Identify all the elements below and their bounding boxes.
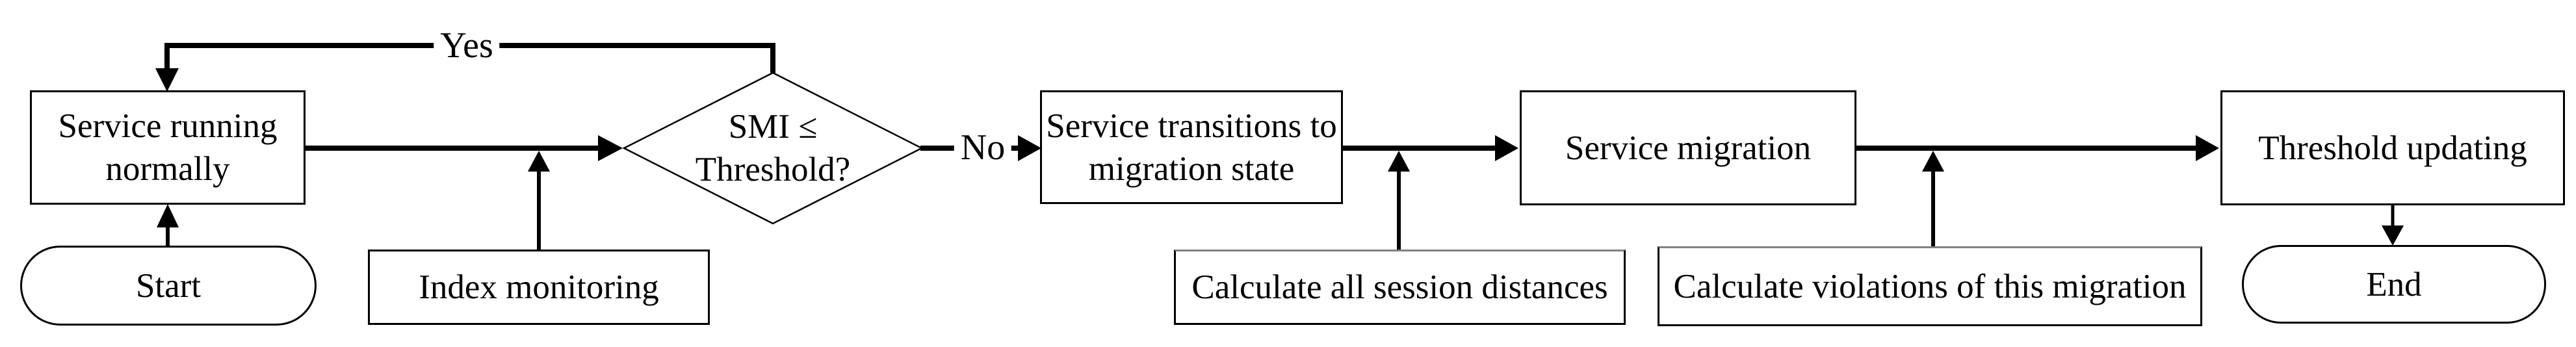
node-decision: SMI ≤ Threshold? <box>675 91 870 205</box>
node-threshold-updating: Threshold updating <box>2220 90 2565 205</box>
node-calc-distances: Calculate all session distances <box>1174 250 1626 325</box>
node-end: End <box>2242 245 2546 324</box>
node-threshold-updating-label: Threshold updating <box>2258 129 2527 167</box>
node-service-running: Service running normally <box>30 90 306 205</box>
node-decision-label: SMI ≤ Threshold? <box>695 107 851 188</box>
node-start-label: Start <box>135 266 202 305</box>
node-end-label: End <box>2366 265 2422 303</box>
node-calc-violations-label: Calculate violations of this migration <box>1673 267 2187 305</box>
node-index-monitoring-label: Index monitoring <box>419 268 659 306</box>
edge-label-no: No <box>954 128 1012 167</box>
edge-start-to-service-running <box>157 204 179 246</box>
edge-service-running-to-decision <box>305 135 623 161</box>
node-service-transitions-label: Service transitions to migration state <box>1046 107 1337 188</box>
node-service-running-label: Service running normally <box>58 107 278 188</box>
edge-label-yes: Yes <box>434 26 500 65</box>
node-calc-violations: Calculate violations of this migration <box>1658 246 2202 326</box>
node-start: Start <box>20 246 317 326</box>
edge-index-monitoring-up <box>528 151 550 250</box>
decision-diamond-shape <box>622 71 924 225</box>
edge-threshold-to-end <box>2382 205 2404 246</box>
edge-calc-distances-up <box>1388 151 1410 250</box>
edge-migration-to-threshold <box>1856 135 2219 161</box>
node-service-migration: Service migration <box>1520 90 1856 205</box>
node-index-monitoring: Index monitoring <box>368 250 710 325</box>
node-service-transitions: Service transitions to migration state <box>1040 90 1343 204</box>
edge-transitions-to-migration <box>1343 135 1518 161</box>
node-calc-distances-label: Calculate all session distances <box>1191 268 1608 306</box>
edge-calc-violations-up <box>1922 151 1944 246</box>
node-service-migration-label: Service migration <box>1565 129 1812 167</box>
